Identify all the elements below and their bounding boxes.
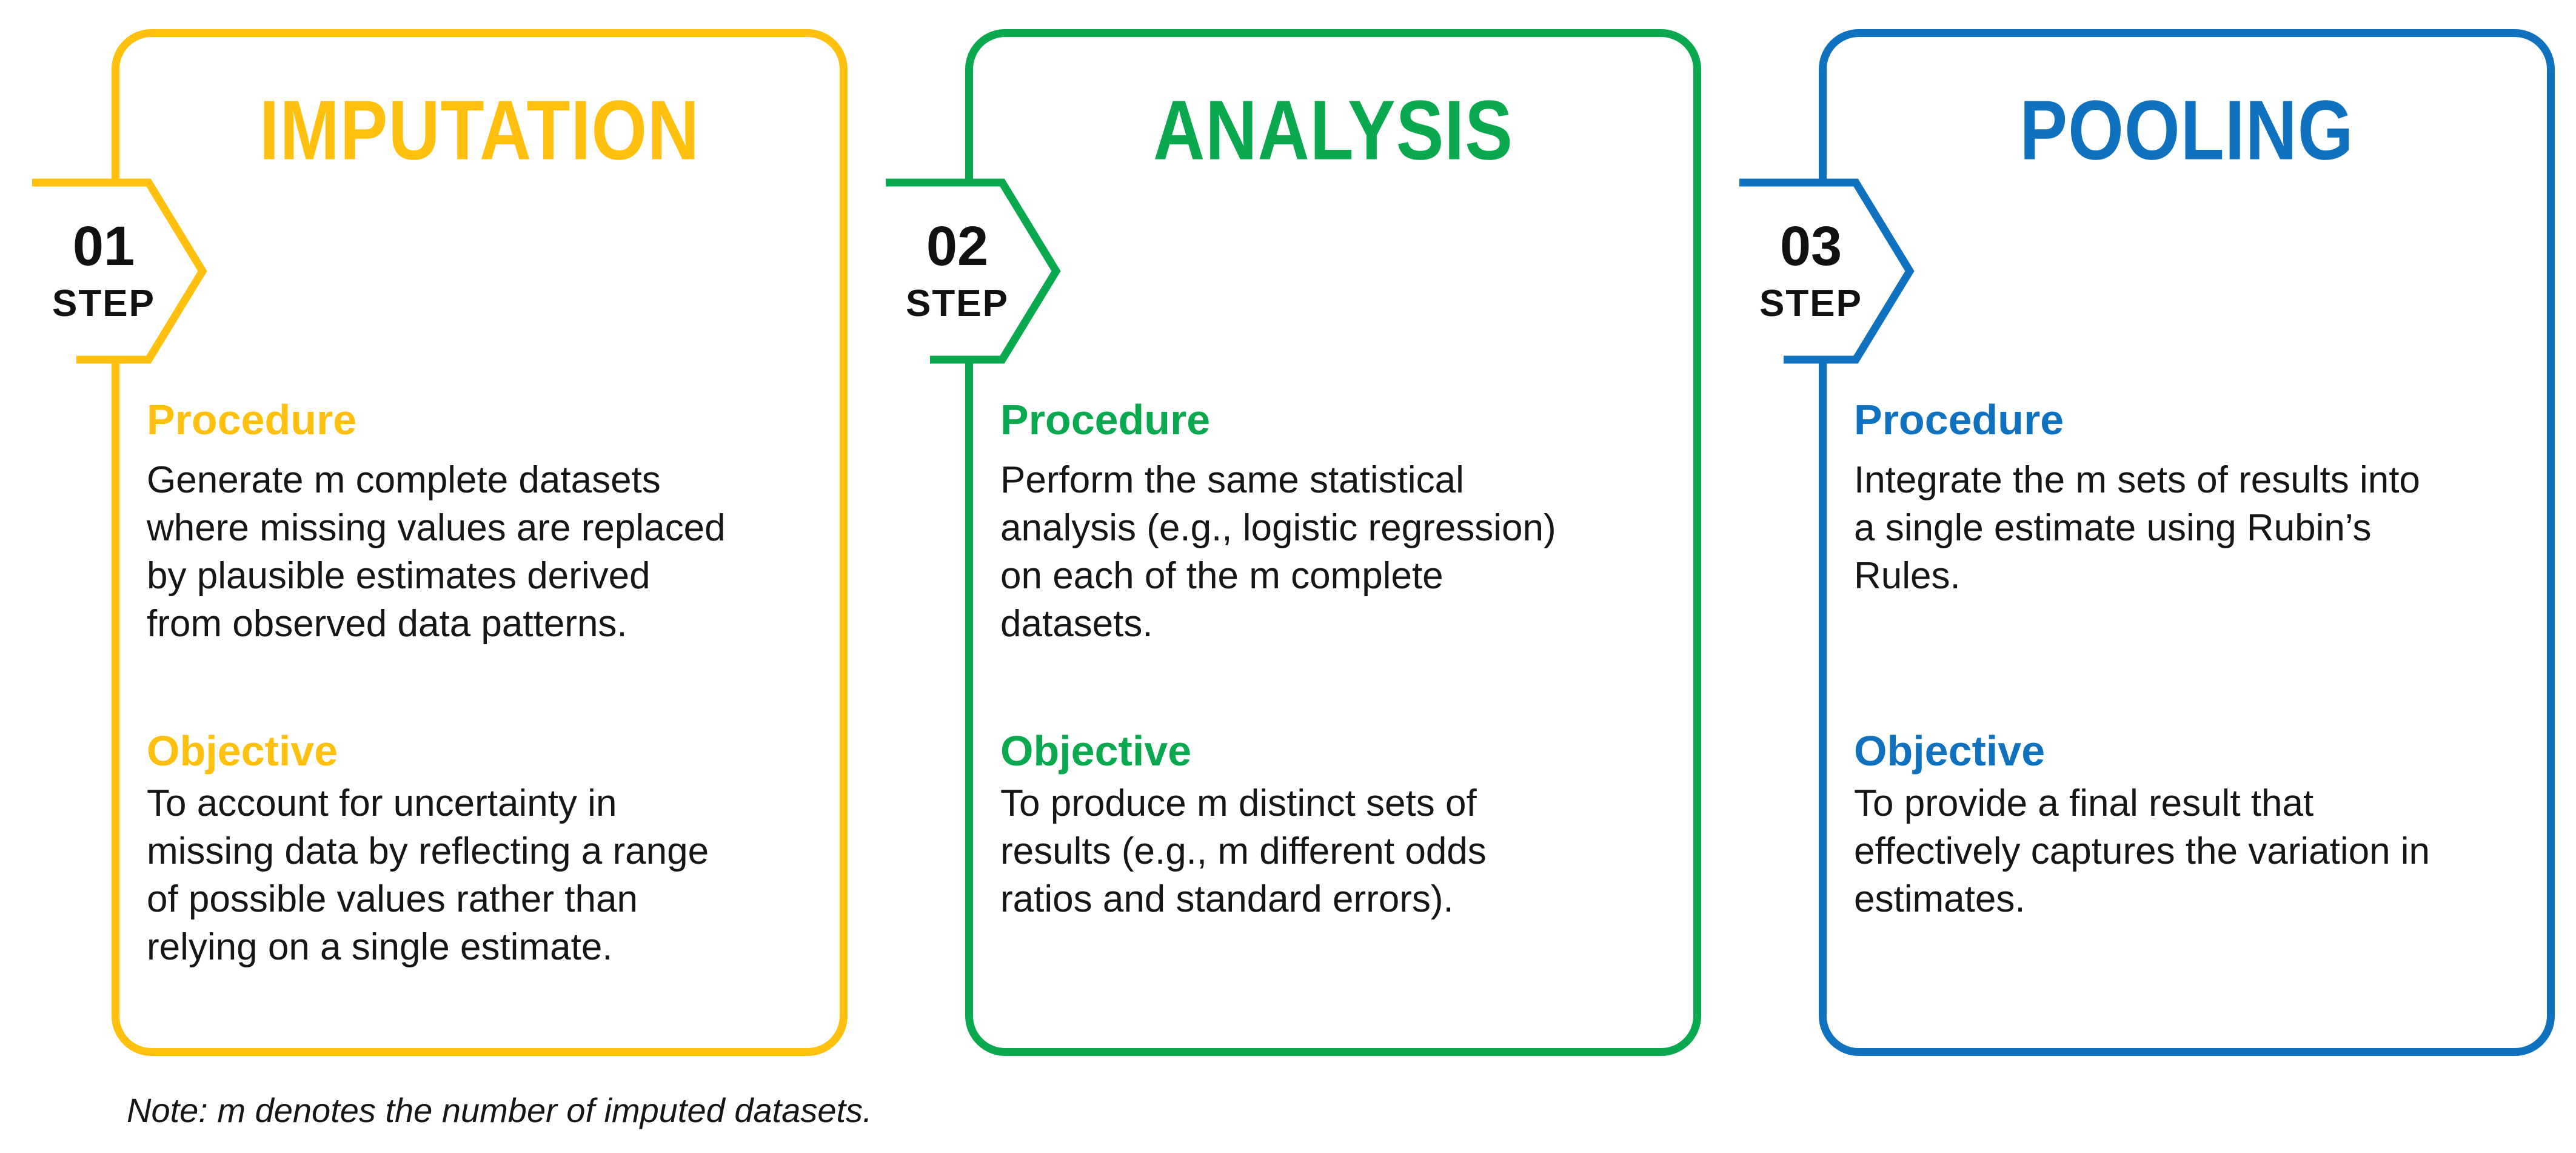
text-line: Rules. bbox=[1854, 555, 1961, 597]
chevron-arrow-icon bbox=[1739, 178, 1915, 364]
step-card-analysis: ANALYSIS 02 STEP Procedure Perform the s… bbox=[886, 29, 1701, 1056]
objective-text: To account for uncertainty in missing da… bbox=[147, 779, 826, 971]
step-number: 02 bbox=[926, 215, 989, 277]
step-word: STEP bbox=[906, 283, 1009, 324]
text-line: of possible values rather than bbox=[147, 878, 638, 920]
text-line: To produce m distinct sets of bbox=[1000, 782, 1477, 824]
text-line: on each of the m complete bbox=[1000, 555, 1444, 597]
procedure-heading: Procedure bbox=[1854, 396, 2064, 443]
procedure-text: Perform the same statistical analysis (e… bbox=[1000, 456, 1679, 648]
objective-heading: Objective bbox=[147, 727, 338, 775]
text-line: datasets. bbox=[1000, 603, 1153, 645]
step-card-imputation: IMPUTATION 01 STEP Procedure Generate m … bbox=[32, 29, 848, 1056]
objective-text: To provide a final result that effective… bbox=[1854, 779, 2533, 923]
step-badge-02: 02 STEP bbox=[878, 170, 1066, 376]
text-line: by plausible estimates derived bbox=[147, 555, 651, 597]
text-line: Integrate the m sets of results into bbox=[1854, 459, 2420, 501]
step-card-pooling: POOLING 03 STEP Procedure Integrate the … bbox=[1739, 29, 2555, 1056]
procedure-heading: Procedure bbox=[147, 396, 357, 443]
text-line: analysis (e.g., logistic regression) bbox=[1000, 507, 1556, 549]
objective-heading: Objective bbox=[1000, 727, 1192, 775]
text-line: ratios and standard errors). bbox=[1000, 878, 1454, 920]
step-title-analysis: ANALYSIS bbox=[1153, 83, 1513, 178]
step-badge-01: 01 STEP bbox=[24, 170, 212, 376]
footnote: Note: m denotes the number of imputed da… bbox=[127, 1091, 872, 1129]
text-line: relying on a single estimate. bbox=[147, 926, 613, 968]
text-line: missing data by reflecting a range bbox=[147, 830, 709, 872]
step-title-pooling: POOLING bbox=[2019, 83, 2354, 178]
step-word: STEP bbox=[1759, 283, 1862, 324]
step-number: 01 bbox=[72, 215, 135, 277]
text-line: effectively captures the variation in bbox=[1854, 830, 2430, 872]
text-line: Perform the same statistical bbox=[1000, 459, 1464, 501]
step-number: 03 bbox=[1779, 215, 1842, 277]
text-line: To account for uncertainty in bbox=[147, 782, 617, 824]
step-badge-03: 03 STEP bbox=[1731, 170, 1919, 376]
objective-text: To produce m distinct sets of results (e… bbox=[1000, 779, 1679, 923]
chevron-arrow-icon bbox=[32, 178, 207, 364]
text-line: results (e.g., m different odds bbox=[1000, 830, 1487, 872]
procedure-heading: Procedure bbox=[1000, 396, 1211, 443]
objective-heading: Objective bbox=[1854, 727, 2046, 775]
text-line: from observed data patterns. bbox=[147, 603, 627, 645]
text-line: To provide a final result that bbox=[1854, 782, 2314, 824]
procedure-text: Generate m complete datasets where missi… bbox=[147, 456, 826, 648]
chevron-arrow-icon bbox=[886, 178, 1061, 364]
text-line: a single estimate using Rubin’s bbox=[1854, 507, 2372, 549]
text-line: Generate m complete datasets bbox=[147, 459, 661, 501]
step-title-imputation: IMPUTATION bbox=[259, 83, 700, 178]
text-line: where missing values are replaced bbox=[147, 507, 726, 549]
step-word: STEP bbox=[52, 283, 155, 324]
procedure-text: Integrate the m sets of results into a s… bbox=[1854, 456, 2533, 600]
text-line: estimates. bbox=[1854, 878, 2026, 920]
